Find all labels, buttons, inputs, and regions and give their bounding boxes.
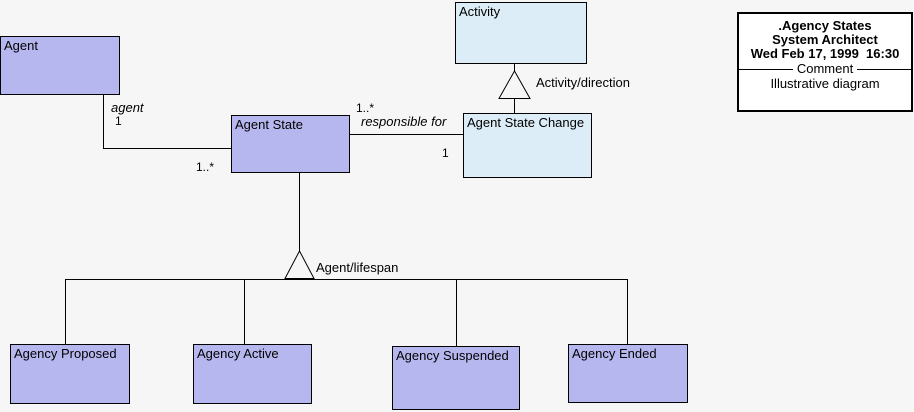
edge-label-responsible-for-right-multiplicity: 1 (442, 146, 449, 160)
diagram-title-box: .Agency States System Architect Wed Feb … (737, 12, 913, 112)
node-agent-state[interactable]: Agent State (231, 115, 350, 173)
node-label: Agency Active (197, 346, 279, 361)
edge-label-responsible-for-role: responsible for (361, 114, 447, 129)
diagram-title: .Agency States (778, 18, 872, 33)
node-agency-proposed[interactable]: Agency Proposed (10, 344, 130, 404)
node-agent[interactable]: Agent (0, 36, 120, 95)
node-label: Agency Ended (572, 346, 657, 361)
connector-drop-agency-active (244, 279, 245, 344)
connector-responsible-for (350, 134, 463, 135)
node-agency-suspended[interactable]: Agency Suspended (392, 346, 520, 410)
node-activity[interactable]: Activity (455, 2, 587, 64)
edge-label-agent-state-multiplicity: 1..* (196, 160, 215, 174)
divider-rule-left-icon (739, 68, 793, 70)
edge-label-activity-direction: Activity/direction (536, 75, 630, 90)
node-label: Agent State (235, 117, 303, 132)
node-label: Activity (459, 4, 501, 19)
edge-label-agent-lifespan: Agent/lifespan (316, 260, 399, 275)
node-label: Agency Suspended (396, 348, 509, 363)
connector-lifespan-bus (65, 279, 628, 280)
edge-label-agent-multiplicity: 1 (115, 114, 122, 128)
comment-text: Illustrative diagram (770, 76, 880, 91)
edge-label-responsible-for-left-multiplicity: 1..* (356, 101, 375, 115)
node-agency-ended[interactable]: Agency Ended (568, 344, 688, 403)
connector-drop-agency-ended (627, 279, 628, 344)
node-label: Agent (4, 38, 38, 53)
node-label: Agent State Change (467, 115, 585, 130)
generalization-triangle-icon (498, 70, 531, 99)
node-agent-state-change[interactable]: Agent State Change (463, 113, 592, 178)
node-agency-active[interactable]: Agency Active (193, 344, 312, 404)
comment-divider: Comment (739, 61, 912, 77)
divider-rule-right-icon (857, 68, 912, 70)
edge-label-agent-role: agent (111, 100, 144, 115)
connector-agent-state-generalization (299, 173, 300, 279)
comment-divider-label: Comment (796, 61, 854, 76)
connector-drop-agency-suspended (456, 279, 457, 346)
connector-drop-agency-proposed (65, 279, 66, 344)
diagram-timestamp: Wed Feb 17, 1999 16:30 (750, 46, 900, 61)
node-label: Agency Proposed (14, 346, 117, 361)
connector-agent-horizontal (103, 148, 232, 149)
connector-agent-vertical (103, 95, 104, 149)
diagram-tool-name: System Architect (772, 32, 878, 47)
generalization-triangle-icon (284, 250, 315, 279)
